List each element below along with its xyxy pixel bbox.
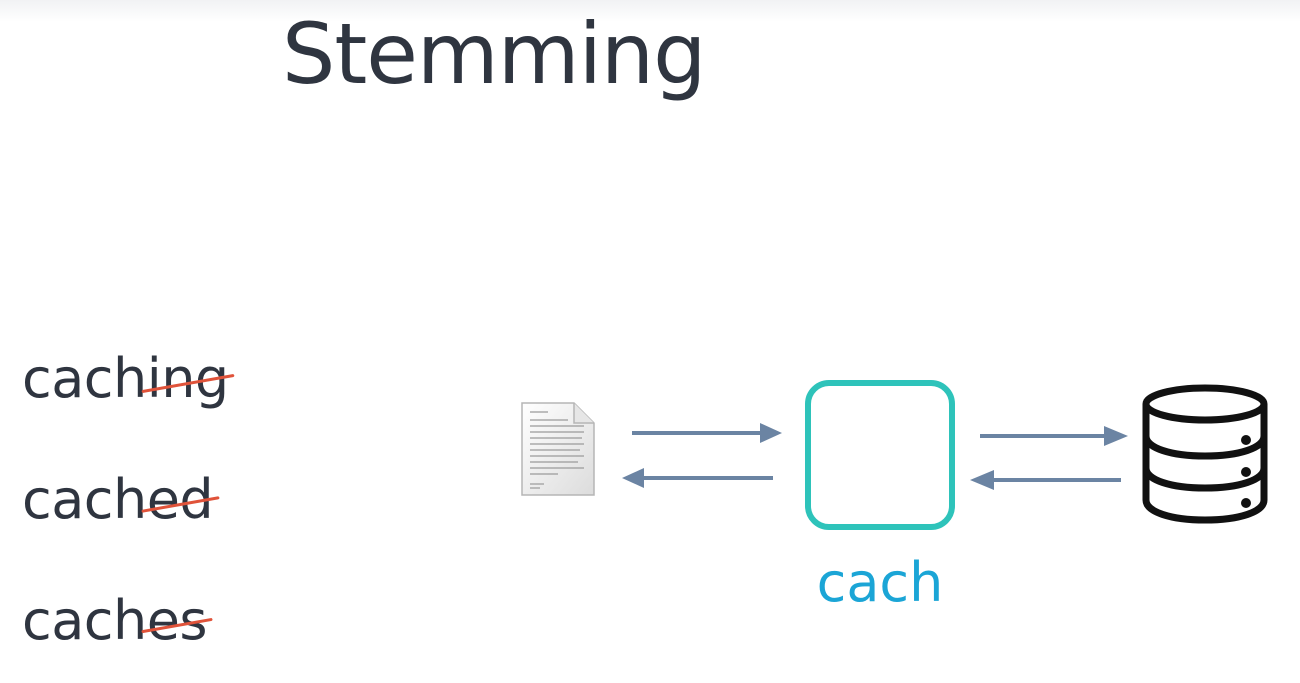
word-suffix-struck: ed <box>141 473 219 527</box>
word-suffix-struck: es <box>140 594 213 648</box>
slide-title: Stemming <box>282 5 706 103</box>
arrow-right-icon <box>980 426 1128 446</box>
document-icon <box>518 400 598 504</box>
arrow-left-icon <box>622 468 773 488</box>
word-caches: caches <box>22 594 213 648</box>
word-stem: cach <box>22 347 147 410</box>
word-caching: caching <box>22 352 235 406</box>
word-stem: cach <box>22 589 147 652</box>
arrow-right-icon <box>632 423 782 443</box>
cache-label: cach <box>816 551 944 614</box>
word-suffix-struck: ing <box>141 352 235 406</box>
arrow-left-icon <box>970 470 1121 490</box>
word-cached: cached <box>22 473 219 527</box>
word-stem: cach <box>22 468 147 531</box>
cache-box <box>805 380 955 530</box>
top-shade <box>0 0 1300 22</box>
database-icon <box>1140 382 1270 528</box>
